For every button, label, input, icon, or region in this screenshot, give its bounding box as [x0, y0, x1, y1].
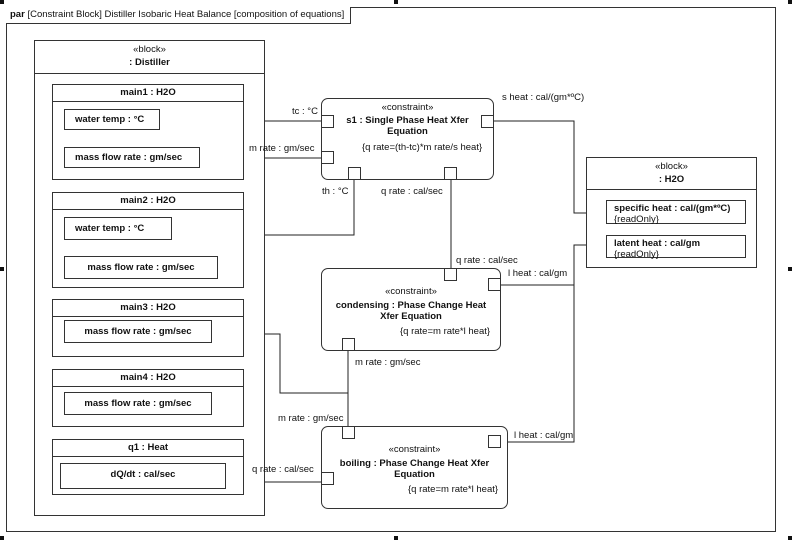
crop-mark	[788, 0, 792, 4]
port-s1-m-rate[interactable]	[321, 151, 334, 164]
port-boil-l-heat[interactable]	[488, 435, 501, 448]
part-title: main1 : H2O	[120, 87, 176, 98]
prop-label: water temp : °C	[75, 223, 145, 234]
port-boil-q-rate[interactable]	[321, 472, 334, 485]
constraint-boiling[interactable]: «constraint» boiling : Phase Change Heat…	[321, 426, 508, 509]
divider	[53, 209, 243, 210]
divider	[53, 456, 243, 457]
label-l-heat-cond: l heat : cal/gm	[508, 268, 568, 279]
prop-modifier: {readOnly}	[614, 214, 659, 225]
constraint-stereotype: «constraint»	[388, 444, 441, 455]
label-q-rate-cond: q rate : cal/sec	[456, 255, 518, 266]
prop-label: mass flow rate : gm/sec	[84, 398, 192, 409]
label-m-rate-s1: m rate : gm/sec	[249, 143, 315, 154]
label-q-rate-s1: q rate : cal/sec	[381, 186, 443, 197]
main2-mass-flow-rate[interactable]: mass flow rate : gm/sec	[64, 256, 218, 279]
port-cond-m-rate[interactable]	[342, 338, 355, 351]
main1-mass-flow-rate[interactable]: mass flow rate : gm/sec	[64, 147, 200, 168]
divider	[35, 73, 264, 74]
label-tc: tc : °C	[292, 106, 318, 117]
crop-mark	[788, 536, 792, 540]
constraint-condensing[interactable]: «constraint» condensing : Phase Change H…	[321, 268, 501, 351]
port-s1-tc[interactable]	[321, 115, 334, 128]
frame-header: par [Constraint Block] Distiller Isobari…	[6, 7, 352, 24]
distiller-stereotype: «block»	[133, 44, 166, 55]
h2o-specific-heat[interactable]: specific heat : cal/(gm*ºC) {readOnly}	[606, 200, 746, 225]
distiller-name: : Distiller	[129, 57, 170, 68]
constraint-name-cont: Xfer Equation	[380, 311, 442, 322]
constraint-name-cont: Equation	[387, 126, 428, 137]
label-l-heat-boil: l heat : cal/gm	[514, 430, 574, 441]
label-m-rate-cond: m rate : gm/sec	[355, 357, 421, 368]
constraint-equation: {q rate=(th-tc)*m rate/s heat}	[362, 142, 483, 153]
main4-mass-flow-rate[interactable]: mass flow rate : gm/sec	[64, 392, 212, 415]
constraint-equation: {q rate=m rate*l heat}	[400, 326, 491, 337]
divider	[53, 316, 243, 317]
label-q-rate-boil: q rate : cal/sec	[252, 464, 314, 475]
crop-mark	[0, 267, 4, 271]
frame-kind: par	[10, 9, 25, 20]
diagram-frame	[6, 7, 776, 532]
port-s1-th[interactable]	[348, 167, 361, 180]
port-cond-q-rate[interactable]	[444, 268, 457, 281]
constraint-equation: {q rate=m rate*l heat}	[408, 484, 499, 495]
h2o-stereotype: «block»	[655, 161, 688, 172]
port-s1-q-rate[interactable]	[444, 167, 457, 180]
divider	[587, 189, 756, 190]
connector-l-heat-boil	[500, 285, 575, 443]
constraint-name: condensing : Phase Change Heat	[335, 300, 487, 311]
divider	[53, 386, 243, 387]
prop-modifier: {readOnly}	[614, 249, 659, 260]
constraint-name: s1 : Single Phase Heat Xfer	[346, 115, 469, 126]
prop-label: dQ/dt : cal/sec	[110, 469, 176, 480]
frame-title: [Constraint Block] Distiller Isobaric He…	[27, 9, 345, 20]
prop-label: mass flow rate : gm/sec	[84, 326, 192, 337]
label-s-heat: s heat : cal/(gm*ºC)	[502, 92, 585, 103]
constraint-stereotype: «constraint»	[385, 286, 437, 297]
prop-label: mass flow rate : gm/sec	[87, 262, 195, 273]
h2o-name: : H2O	[658, 174, 685, 185]
constraint-stereotype: «constraint»	[381, 102, 434, 113]
crop-mark	[788, 267, 792, 271]
part-title: main2 : H2O	[120, 195, 176, 206]
prop-label: latent heat : cal/gm	[614, 238, 701, 249]
main3-mass-flow-rate[interactable]: mass flow rate : gm/sec	[64, 320, 212, 343]
crop-mark	[0, 536, 4, 540]
prop-label: specific heat : cal/(gm*ºC)	[614, 203, 731, 214]
label-m-rate-boil: m rate : gm/sec	[278, 413, 344, 424]
crop-mark	[394, 0, 398, 4]
constraint-s1[interactable]: «constraint» s1 : Single Phase Heat Xfer…	[321, 98, 494, 180]
part-title: q1 : Heat	[127, 442, 169, 453]
crop-mark	[394, 536, 398, 540]
part-title: main3 : H2O	[120, 302, 176, 313]
port-boil-m-rate[interactable]	[342, 426, 355, 439]
h2o-latent-heat[interactable]: latent heat : cal/gm {readOnly}	[606, 235, 746, 260]
main1-water-temp[interactable]: water temp : °C	[64, 109, 160, 130]
constraint-name: boiling : Phase Change Heat Xfer	[339, 458, 490, 469]
prop-label: water temp : °C	[75, 114, 145, 125]
crop-mark	[0, 0, 4, 4]
port-cond-l-heat[interactable]	[488, 278, 501, 291]
main2-water-temp[interactable]: water temp : °C	[64, 217, 172, 240]
label-th: th : °C	[322, 186, 349, 197]
q1-dqdt[interactable]: dQ/dt : cal/sec	[60, 463, 226, 489]
prop-label: mass flow rate : gm/sec	[75, 152, 183, 163]
constraint-name-cont: Equation	[394, 469, 435, 480]
divider	[53, 101, 243, 102]
part-title: main4 : H2O	[120, 372, 176, 383]
port-s1-s-heat[interactable]	[481, 115, 494, 128]
